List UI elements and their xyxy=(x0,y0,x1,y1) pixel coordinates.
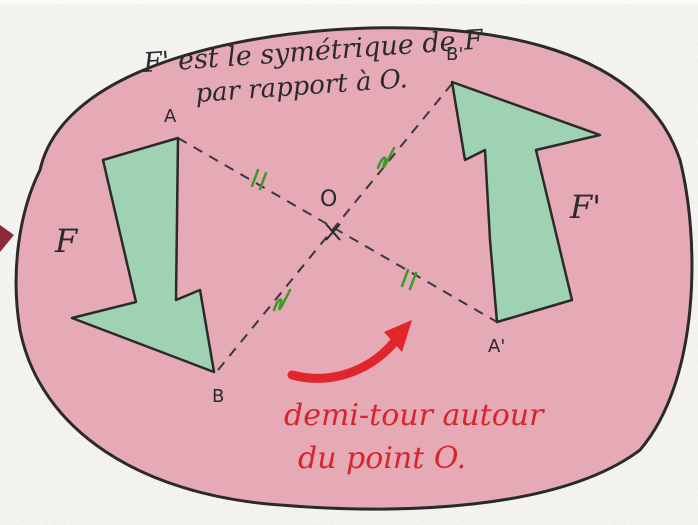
label-point-a: A xyxy=(164,106,177,127)
tick-ob xyxy=(272,288,292,312)
figure-fprime-shape xyxy=(450,80,602,324)
tick-oa xyxy=(250,168,268,191)
label-point-aprime: A' xyxy=(488,336,505,357)
equal-length-ticks xyxy=(250,146,418,312)
tick-obprime xyxy=(376,146,396,170)
label-point-o: O xyxy=(320,187,337,212)
background-blob xyxy=(14,26,694,511)
annotation-line2: du point O. xyxy=(298,441,466,476)
label-figure-fprime: F' xyxy=(569,188,601,226)
left-edge-mark xyxy=(0,225,14,252)
segment-b-bprime xyxy=(217,79,456,371)
label-point-b: B xyxy=(212,386,224,407)
figure-f-shape xyxy=(70,136,216,374)
rotation-arrow xyxy=(287,335,401,383)
segment-a-aprime xyxy=(177,137,498,323)
annotation-line1: demi-tour autour xyxy=(284,398,545,433)
rotation-arrow-head xyxy=(384,320,412,352)
label-figure-f: F xyxy=(54,222,79,260)
center-o-cross xyxy=(325,223,341,241)
tick-oaprime xyxy=(400,268,418,291)
label-point-bprime: B' xyxy=(446,44,463,65)
